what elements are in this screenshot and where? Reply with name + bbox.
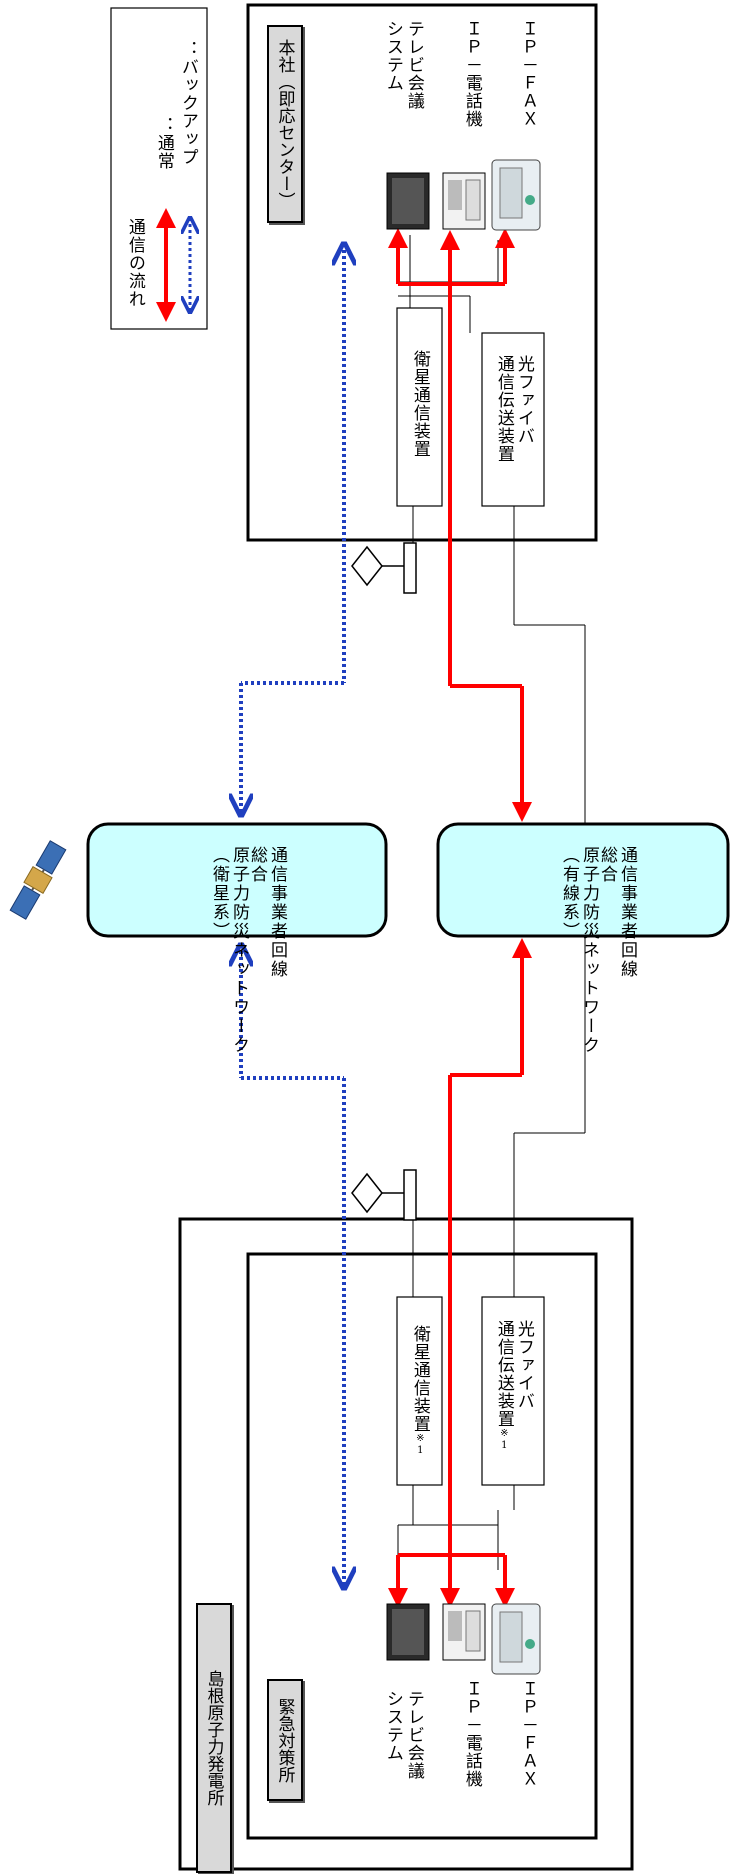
plant-satellite-device-box [396,1296,443,1486]
plant-tv-line1: テレビ会議 [403,1690,424,1780]
plant-fiber-device-box [481,1296,545,1486]
satellite-network-shape [86,822,388,938]
hq-ip-phone-label: ＩＰ－電話機 [461,20,482,128]
hq-antenna-icon [351,542,417,594]
hq-fax-icon [491,159,541,231]
legend-normal-label: ：通常 [153,116,174,170]
plant-satellite-device-label: 衛星通信装置※1 [409,1325,430,1457]
wired-network-col1: 総合 [597,846,617,884]
legend-title: 通信の流れ [124,218,145,308]
plant-fiber-note: ※1 [498,1428,510,1452]
blue-backup-flow [241,244,344,1588]
plant-antenna-icon [351,1169,417,1221]
plant-ip-phone-label: ＩＰ－電話機 [461,1680,482,1788]
hq-ip-phone-icon [442,172,486,230]
plant-tv-line2: システム [382,1690,403,1762]
hq-tag: 本社（即応センター） [267,25,303,223]
plant-inner-box [246,1252,598,1840]
plant-satellite-note: ※1 [414,1433,426,1457]
hq-satellite-device-label: 衛星通信装置 [409,350,430,458]
plant-ip-phone-icon [442,1603,486,1661]
plant-fiber-device-line1: 光ファイバ [513,1320,534,1410]
satellite-icon [9,840,67,920]
hq-fiber-device-box [481,332,545,507]
satellite-network-col1: 総合 [247,846,267,884]
hq-satellite-device-box [396,307,443,507]
legend-backup-label: ：バックアップ [177,40,198,166]
plant-site-tag-label: 島根原子力発電所 [203,1670,224,1806]
hq-monitor-icon [386,172,430,230]
red-normal-flow [388,228,532,1608]
plant-site-tag: 島根原子力発電所 [196,1603,232,1873]
wired-network-col4: 通信事業者回線 [617,846,637,979]
plant-room-tag: 緊急対策所 [267,1679,303,1801]
hq-tv-line1: テレビ会議 [403,20,424,110]
satellite-network-col2: 原子力防災ネットワーク [229,846,249,1055]
hq-fiber-device-line2: 通信伝送装置 [493,355,514,463]
plant-monitor-icon [386,1603,430,1661]
plant-satellite-device-text: 衛星通信装置 [409,1325,430,1433]
satellite-network-col4: 通信事業者回線 [267,846,287,979]
wired-network-shape [436,822,730,938]
wired-network-col2: 原子力防災ネットワーク [579,846,599,1055]
hq-tv-line2: システム [382,20,403,92]
wired-network-col3: （有線系） [559,846,579,941]
hq-box [246,3,598,542]
plant-fiber-device-text: 通信伝送装置 [493,1320,514,1428]
hq-fiber-device-line1: 光ファイバ [513,355,534,445]
plant-room-tag-label: 緊急対策所 [274,1697,295,1783]
hq-tag-label: 本社（即応センター） [274,39,295,209]
plant-ip-fax-label: ＩＰ－ＦＡＸ [517,1680,538,1788]
plant-fax-icon [491,1603,541,1675]
satellite-network-col3: （衛星系） [209,846,229,941]
hq-ip-fax-label: ＩＰ－ＦＡＸ [517,20,538,128]
plant-fiber-device-line2: 通信伝送装置※1 [493,1320,514,1452]
